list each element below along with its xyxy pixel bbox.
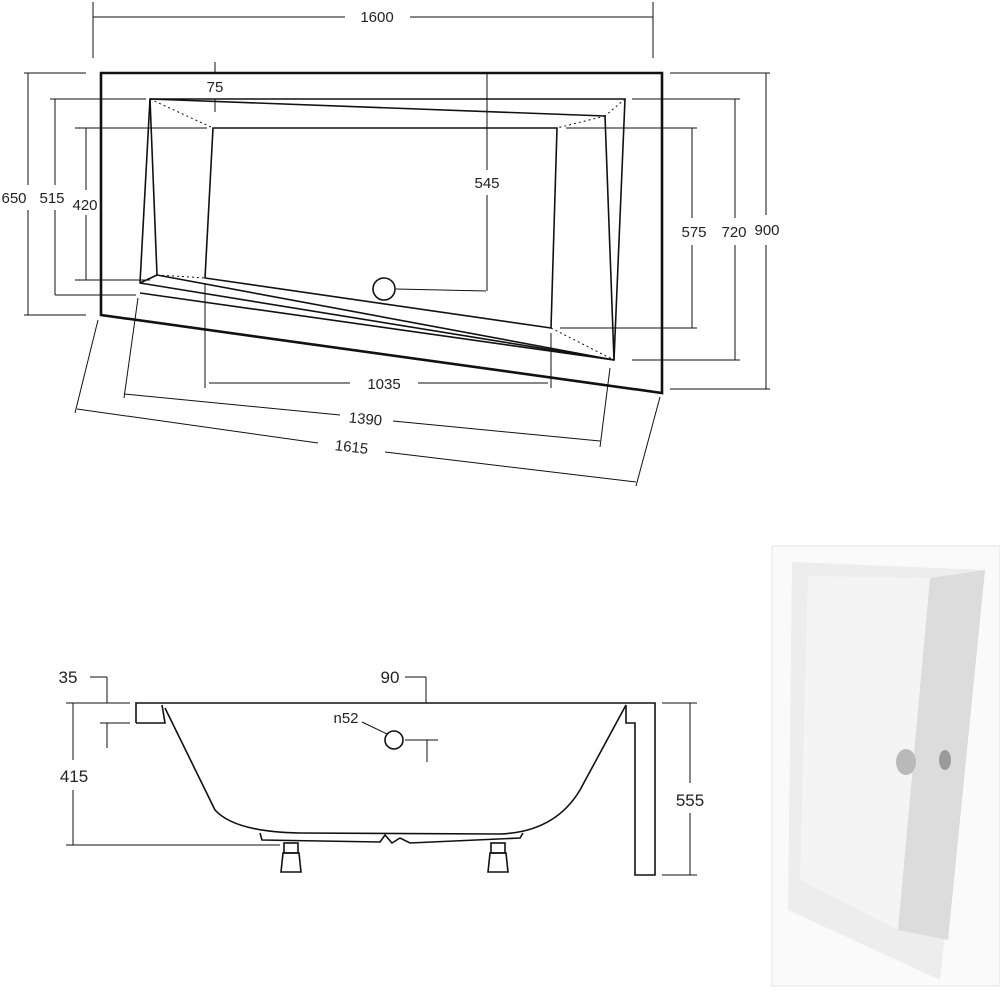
dim-line — [635, 396, 661, 487]
side-view: n52 35 90 415 555 — [59, 668, 704, 876]
dim-total-height: 555 — [676, 791, 704, 810]
overflow-leader — [361, 721, 388, 735]
top-view: 1600 75 650 515 420 545 575 — [1, 2, 780, 487]
product-photo — [765, 535, 1000, 987]
photo-overflow-fitting-icon — [896, 749, 916, 775]
dim-bottom-inner: 1035 — [367, 376, 400, 393]
side-view-rim — [135, 702, 656, 876]
drain-leader — [395, 288, 487, 292]
dim-overflow-offset: 90 — [381, 668, 400, 687]
dim-rim-thickness: 35 — [59, 668, 78, 687]
dim-line — [599, 367, 611, 448]
basin-corner — [139, 274, 158, 284]
dim-bottom-mid: 1390 — [348, 409, 383, 429]
dim-line — [384, 451, 637, 483]
photo-basin-floor — [800, 576, 930, 930]
dim-right-outer: 900 — [754, 222, 779, 239]
dim-line — [74, 319, 99, 414]
support-leg-left — [280, 842, 302, 873]
dim-line — [123, 297, 139, 399]
dim-line — [123, 393, 341, 416]
side-view-base-plate — [259, 832, 524, 845]
dim-right-mid: 720 — [721, 224, 746, 241]
dim-rim-offset: 75 — [207, 79, 224, 96]
dim-drain-offset: 545 — [474, 175, 499, 192]
drain-icon — [372, 277, 396, 301]
dim-bottom-outer: 1615 — [334, 437, 369, 458]
side-view-shell — [136, 704, 627, 835]
dim-right-inner: 575 — [681, 224, 706, 241]
photo-tap-fitting-icon — [939, 750, 951, 770]
bevel-line — [149, 98, 214, 129]
basin-right-edge — [604, 115, 615, 361]
basin-top-edge — [149, 98, 606, 117]
overflow-icon — [384, 730, 404, 750]
dim-overall-width: 1600 — [360, 9, 393, 26]
dim-line — [392, 420, 601, 442]
front-edge — [139, 292, 615, 361]
support-leg-right — [487, 842, 509, 873]
dim-left-outer: 650 — [1, 190, 26, 207]
basin-bottom-edge — [156, 274, 615, 361]
top-view-outer-rim — [99, 71, 664, 395]
dim-line — [76, 408, 319, 444]
bevel-line — [556, 115, 606, 129]
dim-overflow-diameter: n52 — [333, 710, 358, 727]
basin-left-edge — [149, 98, 158, 276]
dim-inner-depth: 415 — [60, 767, 88, 786]
dim-left-mid: 515 — [39, 190, 64, 207]
basin-floor — [204, 127, 558, 329]
dim-left-inner: 420 — [72, 197, 97, 214]
bevel-line — [156, 274, 206, 279]
bevel-line — [550, 327, 615, 361]
bevel-line — [604, 98, 626, 117]
